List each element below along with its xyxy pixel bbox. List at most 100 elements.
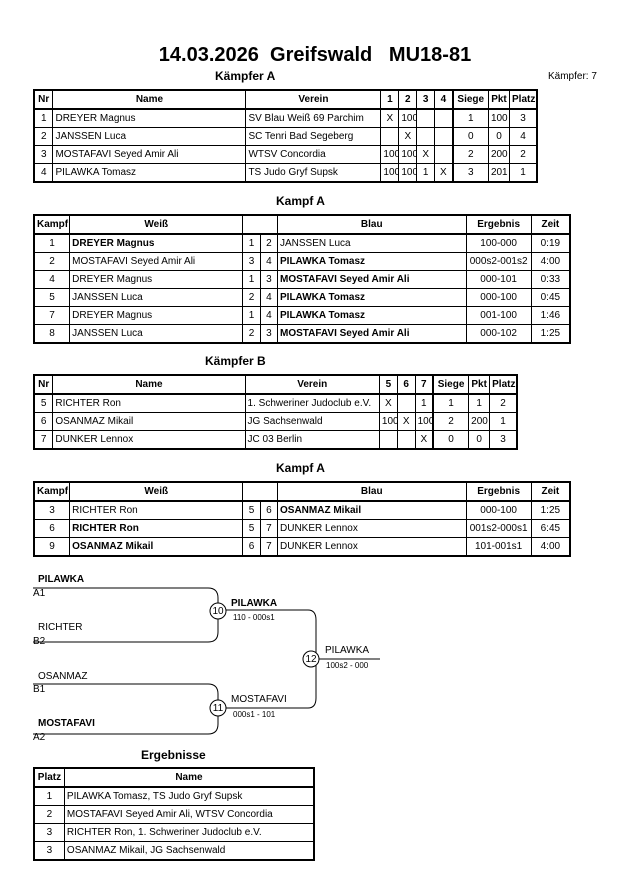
cell-blue: MOSTAFAVI Seyed Amir Ali (277, 270, 467, 289)
bracket-lines (33, 587, 380, 735)
cell-white-nr: 1 (242, 270, 261, 289)
cell-white: JANSSEN Luca (69, 288, 244, 307)
sf1-match-circle (209, 602, 227, 620)
column-header: Platz (489, 374, 518, 395)
cell-r4: X (434, 163, 454, 183)
section-fighters-a-title: Kämpfer A (215, 69, 276, 83)
cell-fight-no: 8 (33, 324, 71, 344)
cell-club: JC 03 Berlin (244, 430, 380, 450)
cell-wins: 3 (451, 163, 489, 183)
final-match-number: 12 (305, 654, 317, 665)
cell-name: OSANMAZ Mikail (52, 412, 246, 431)
cell-r1: 100 (380, 163, 400, 183)
column-header: Nr (33, 374, 54, 395)
cell-r2: 100 (398, 163, 418, 183)
column-header: 2 (398, 89, 418, 110)
sf2-match-number: 11 (212, 703, 224, 714)
cell-r4 (434, 145, 454, 164)
column-header: Pkt (468, 374, 491, 395)
column-header: 5 (378, 374, 398, 395)
fighters-count: Kämpfer: 7 (548, 71, 597, 82)
cell-blue: JANSSEN Luca (277, 233, 467, 253)
cell-place: 3 (509, 108, 538, 128)
cell-wins: 1 (431, 393, 470, 413)
cell-fight-no: 2 (33, 252, 71, 271)
cell-name: PILAWKA Tomasz (52, 163, 247, 183)
sf1-top-seed: A1 (33, 588, 46, 599)
column-header: Platz (509, 89, 538, 110)
cell-time: 1:25 (530, 500, 571, 520)
cell-blue-nr: 3 (259, 270, 279, 289)
cell-blue: OSANMAZ Mikail (277, 500, 467, 520)
cell-white: DREYER Magnus (69, 233, 244, 253)
cell-blue-nr: 7 (259, 519, 279, 538)
cell-name: MOSTAFAVI Seyed Amir Ali (52, 145, 247, 164)
cell-r3: 100 (414, 412, 434, 431)
cell-white: JANSSEN Luca (69, 324, 244, 344)
column-header: Kampf (33, 481, 71, 502)
cell-time: 0:19 (530, 233, 571, 253)
cell-r1 (378, 430, 398, 450)
cell-fight-no: 6 (33, 519, 71, 538)
cell-result: 101-001s1 (465, 537, 532, 557)
cell-blue: PILAWKA Tomasz (277, 306, 467, 325)
column-header: Platz (33, 767, 65, 788)
cell-white: MOSTAFAVI Seyed Amir Ali (69, 252, 244, 271)
cell-blue-nr: 4 (259, 306, 279, 325)
cell-r1: X (378, 393, 398, 413)
sf2-top-seed: B1 (33, 684, 46, 695)
cell-r2 (396, 393, 416, 413)
column-header: 7 (414, 374, 434, 395)
cell-white-nr: 2 (242, 288, 261, 307)
cell-pts: 0 (487, 127, 511, 146)
final-score: 100s2 - 000 (326, 661, 369, 670)
cell-blue: PILAWKA Tomasz (277, 288, 467, 307)
cell-name: RICHTER Ron (52, 393, 246, 413)
results-heading: Ergebnisse (141, 748, 206, 762)
cell-white-nr: 2 (242, 324, 261, 344)
cell-r3: X (414, 430, 434, 450)
cell-time: 6:45 (530, 519, 571, 538)
cell-pts: 1 (468, 393, 491, 413)
cell-wins: 0 (431, 430, 470, 450)
column-header: Name (63, 767, 315, 788)
cell-blue-nr: 4 (259, 252, 279, 271)
sf2-score: 000s1 - 101 (233, 710, 276, 719)
cell-wins: 2 (431, 412, 470, 431)
cell-result: 100-000 (465, 233, 532, 253)
cell-r1: X (380, 108, 400, 128)
cell-white: OSANMAZ Mikail (69, 537, 244, 557)
cell-club: TS Judo Gryf Supsk (245, 163, 382, 183)
cell-blue-nr: 4 (259, 288, 279, 307)
column-header: Blau (277, 214, 467, 235)
column-header: Name (52, 89, 247, 110)
column-header-spacer (242, 481, 278, 502)
column-header: Ergebnis (465, 481, 532, 502)
cell-nr: 6 (33, 412, 54, 431)
cell-r1 (380, 127, 400, 146)
cell-time: 1:25 (530, 324, 571, 344)
cell-result: 000-100 (465, 288, 532, 307)
cell-r1: 100 (380, 145, 400, 164)
column-header: Blau (277, 481, 467, 502)
cell-place: 2 (489, 393, 518, 413)
cell-white-nr: 3 (242, 252, 261, 271)
sf1-score: 110 - 000s1 (233, 613, 275, 622)
cell-white-nr: 1 (242, 306, 261, 325)
column-header: Pkt (487, 89, 511, 110)
cell-r3: 1 (416, 163, 436, 183)
final-match-circle (302, 650, 320, 668)
cell-nr: 4 (33, 163, 54, 183)
